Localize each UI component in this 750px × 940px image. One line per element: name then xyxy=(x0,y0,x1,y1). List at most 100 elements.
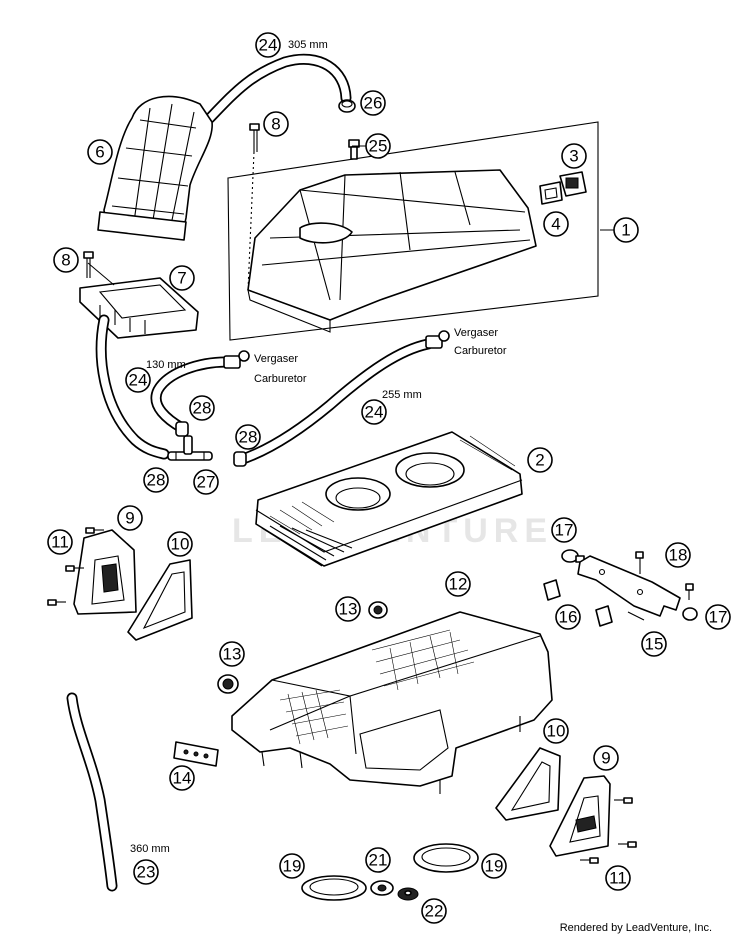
gasket-part-4 xyxy=(539,181,563,205)
svg-text:24: 24 xyxy=(259,36,278,55)
grommet-part-17-bottom xyxy=(682,607,698,621)
svg-text:25: 25 xyxy=(369,137,388,156)
svg-text:8: 8 xyxy=(271,115,280,134)
grommet-part-22 xyxy=(397,887,419,901)
ring-part-19-right xyxy=(413,843,479,873)
grommet-part-3 xyxy=(559,171,587,197)
svg-text:8: 8 xyxy=(61,251,70,270)
callout-25: 25 xyxy=(365,133,391,159)
length-label-130mm: 130 mm xyxy=(146,359,186,371)
svg-text:24: 24 xyxy=(365,403,384,422)
drain-hose-left xyxy=(95,314,170,460)
ring-part-19-left xyxy=(301,875,367,901)
callout-22: 22 xyxy=(421,898,447,924)
svg-text:19: 19 xyxy=(283,857,302,876)
callout-15: 15 xyxy=(641,631,667,657)
svg-text:22: 22 xyxy=(425,902,444,921)
callout-17-bottom: 17 xyxy=(705,604,731,630)
bolt-part-25 xyxy=(348,139,360,160)
carburetor-fitting-2 xyxy=(425,330,450,349)
callout-8: 8 xyxy=(263,111,289,137)
svg-text:17: 17 xyxy=(709,608,728,627)
callout-9-left: 9 xyxy=(117,505,143,531)
svg-text:28: 28 xyxy=(193,399,212,418)
svg-text:3: 3 xyxy=(569,147,578,166)
callout-11-left: 11 xyxy=(47,529,73,555)
carburetor-label-1: Carburetor xyxy=(254,373,307,385)
bracket-part-15 xyxy=(577,555,681,621)
svg-text:10: 10 xyxy=(547,722,566,741)
carburetor-fitting-1 xyxy=(223,350,250,369)
callout-26: 26 xyxy=(360,90,386,116)
svg-text:17: 17 xyxy=(555,521,574,540)
svg-text:24: 24 xyxy=(129,371,148,390)
svg-text:28: 28 xyxy=(239,428,258,447)
callout-2: 2 xyxy=(527,447,553,473)
svg-text:16: 16 xyxy=(559,608,578,627)
footer-credit: Rendered by LeadVenture, Inc. xyxy=(559,922,712,934)
leader-lines xyxy=(87,145,614,290)
svg-text:9: 9 xyxy=(125,509,134,528)
svg-text:1: 1 xyxy=(621,221,630,240)
callout-27: 27 xyxy=(193,469,219,495)
callout-19-right: 19 xyxy=(481,853,507,879)
svg-text:23: 23 xyxy=(137,863,156,882)
svg-text:9: 9 xyxy=(601,749,610,768)
svg-text:13: 13 xyxy=(339,600,358,619)
carburetor-label-2: Carburetor xyxy=(454,345,507,357)
svg-text:13: 13 xyxy=(223,645,242,664)
svg-text:15: 15 xyxy=(645,635,664,654)
callout-12: 12 xyxy=(445,571,471,597)
screws-part-11-left xyxy=(47,527,104,606)
callout-4: 4 xyxy=(543,211,569,237)
intake-duct-part-6 xyxy=(97,95,213,241)
length-label-360mm: 360 mm xyxy=(130,843,170,855)
callout-24-255mm: 24 xyxy=(361,399,387,425)
svg-text:12: 12 xyxy=(449,575,468,594)
dashline-8 xyxy=(247,151,255,291)
grommet-part-13-left xyxy=(217,674,239,694)
callout-group: 24 26 8 25 6 3 4 1 8 7 24 28 24 28 28 27… xyxy=(47,32,731,924)
screw-part-8-top xyxy=(249,123,260,152)
callout-10-right: 10 xyxy=(543,718,569,744)
strip-part-14 xyxy=(173,741,219,767)
callout-17-top: 17 xyxy=(551,517,577,543)
svg-text:4: 4 xyxy=(551,215,560,234)
airbox-lid-group xyxy=(227,121,599,341)
air-filter-part-2 xyxy=(255,431,523,567)
callout-8-left: 8 xyxy=(53,247,79,273)
grommet-part-17-top xyxy=(561,549,585,563)
callout-28-right: 28 xyxy=(235,424,261,450)
callout-23: 23 xyxy=(133,859,159,885)
vergaser-label-1: Vergaser xyxy=(254,353,298,365)
airbox-part-12 xyxy=(231,611,553,794)
callout-13-left: 13 xyxy=(219,641,245,667)
t-piece-part-27 xyxy=(167,435,213,461)
callout-6: 6 xyxy=(87,139,113,165)
callout-3: 3 xyxy=(561,143,587,169)
hose-130mm xyxy=(150,356,232,434)
callout-10-left: 10 xyxy=(167,531,193,557)
callout-28-left: 28 xyxy=(143,467,169,493)
nut-part-16 xyxy=(543,579,613,627)
svg-text:18: 18 xyxy=(669,546,688,565)
svg-text:14: 14 xyxy=(173,769,192,788)
svg-text:28: 28 xyxy=(147,471,166,490)
hose-360mm xyxy=(66,692,118,892)
bracket-part-9-left xyxy=(73,529,137,615)
callout-11-right: 11 xyxy=(605,865,631,891)
callout-9-right: 9 xyxy=(593,745,619,771)
callout-13-top: 13 xyxy=(335,596,361,622)
grommet-part-21 xyxy=(370,880,394,896)
callout-7: 7 xyxy=(169,265,195,291)
callout-1: 1 xyxy=(613,217,639,243)
hose-255mm xyxy=(234,338,434,466)
svg-text:11: 11 xyxy=(51,533,69,552)
length-label-305mm: 305 mm xyxy=(288,39,328,51)
screw-part-18b xyxy=(685,583,694,600)
clamp-part-26 xyxy=(338,99,356,113)
svg-text:6: 6 xyxy=(95,143,104,162)
callout-14: 14 xyxy=(169,765,195,791)
screws-part-11-right xyxy=(580,797,637,864)
callout-24: 24 xyxy=(255,32,281,58)
